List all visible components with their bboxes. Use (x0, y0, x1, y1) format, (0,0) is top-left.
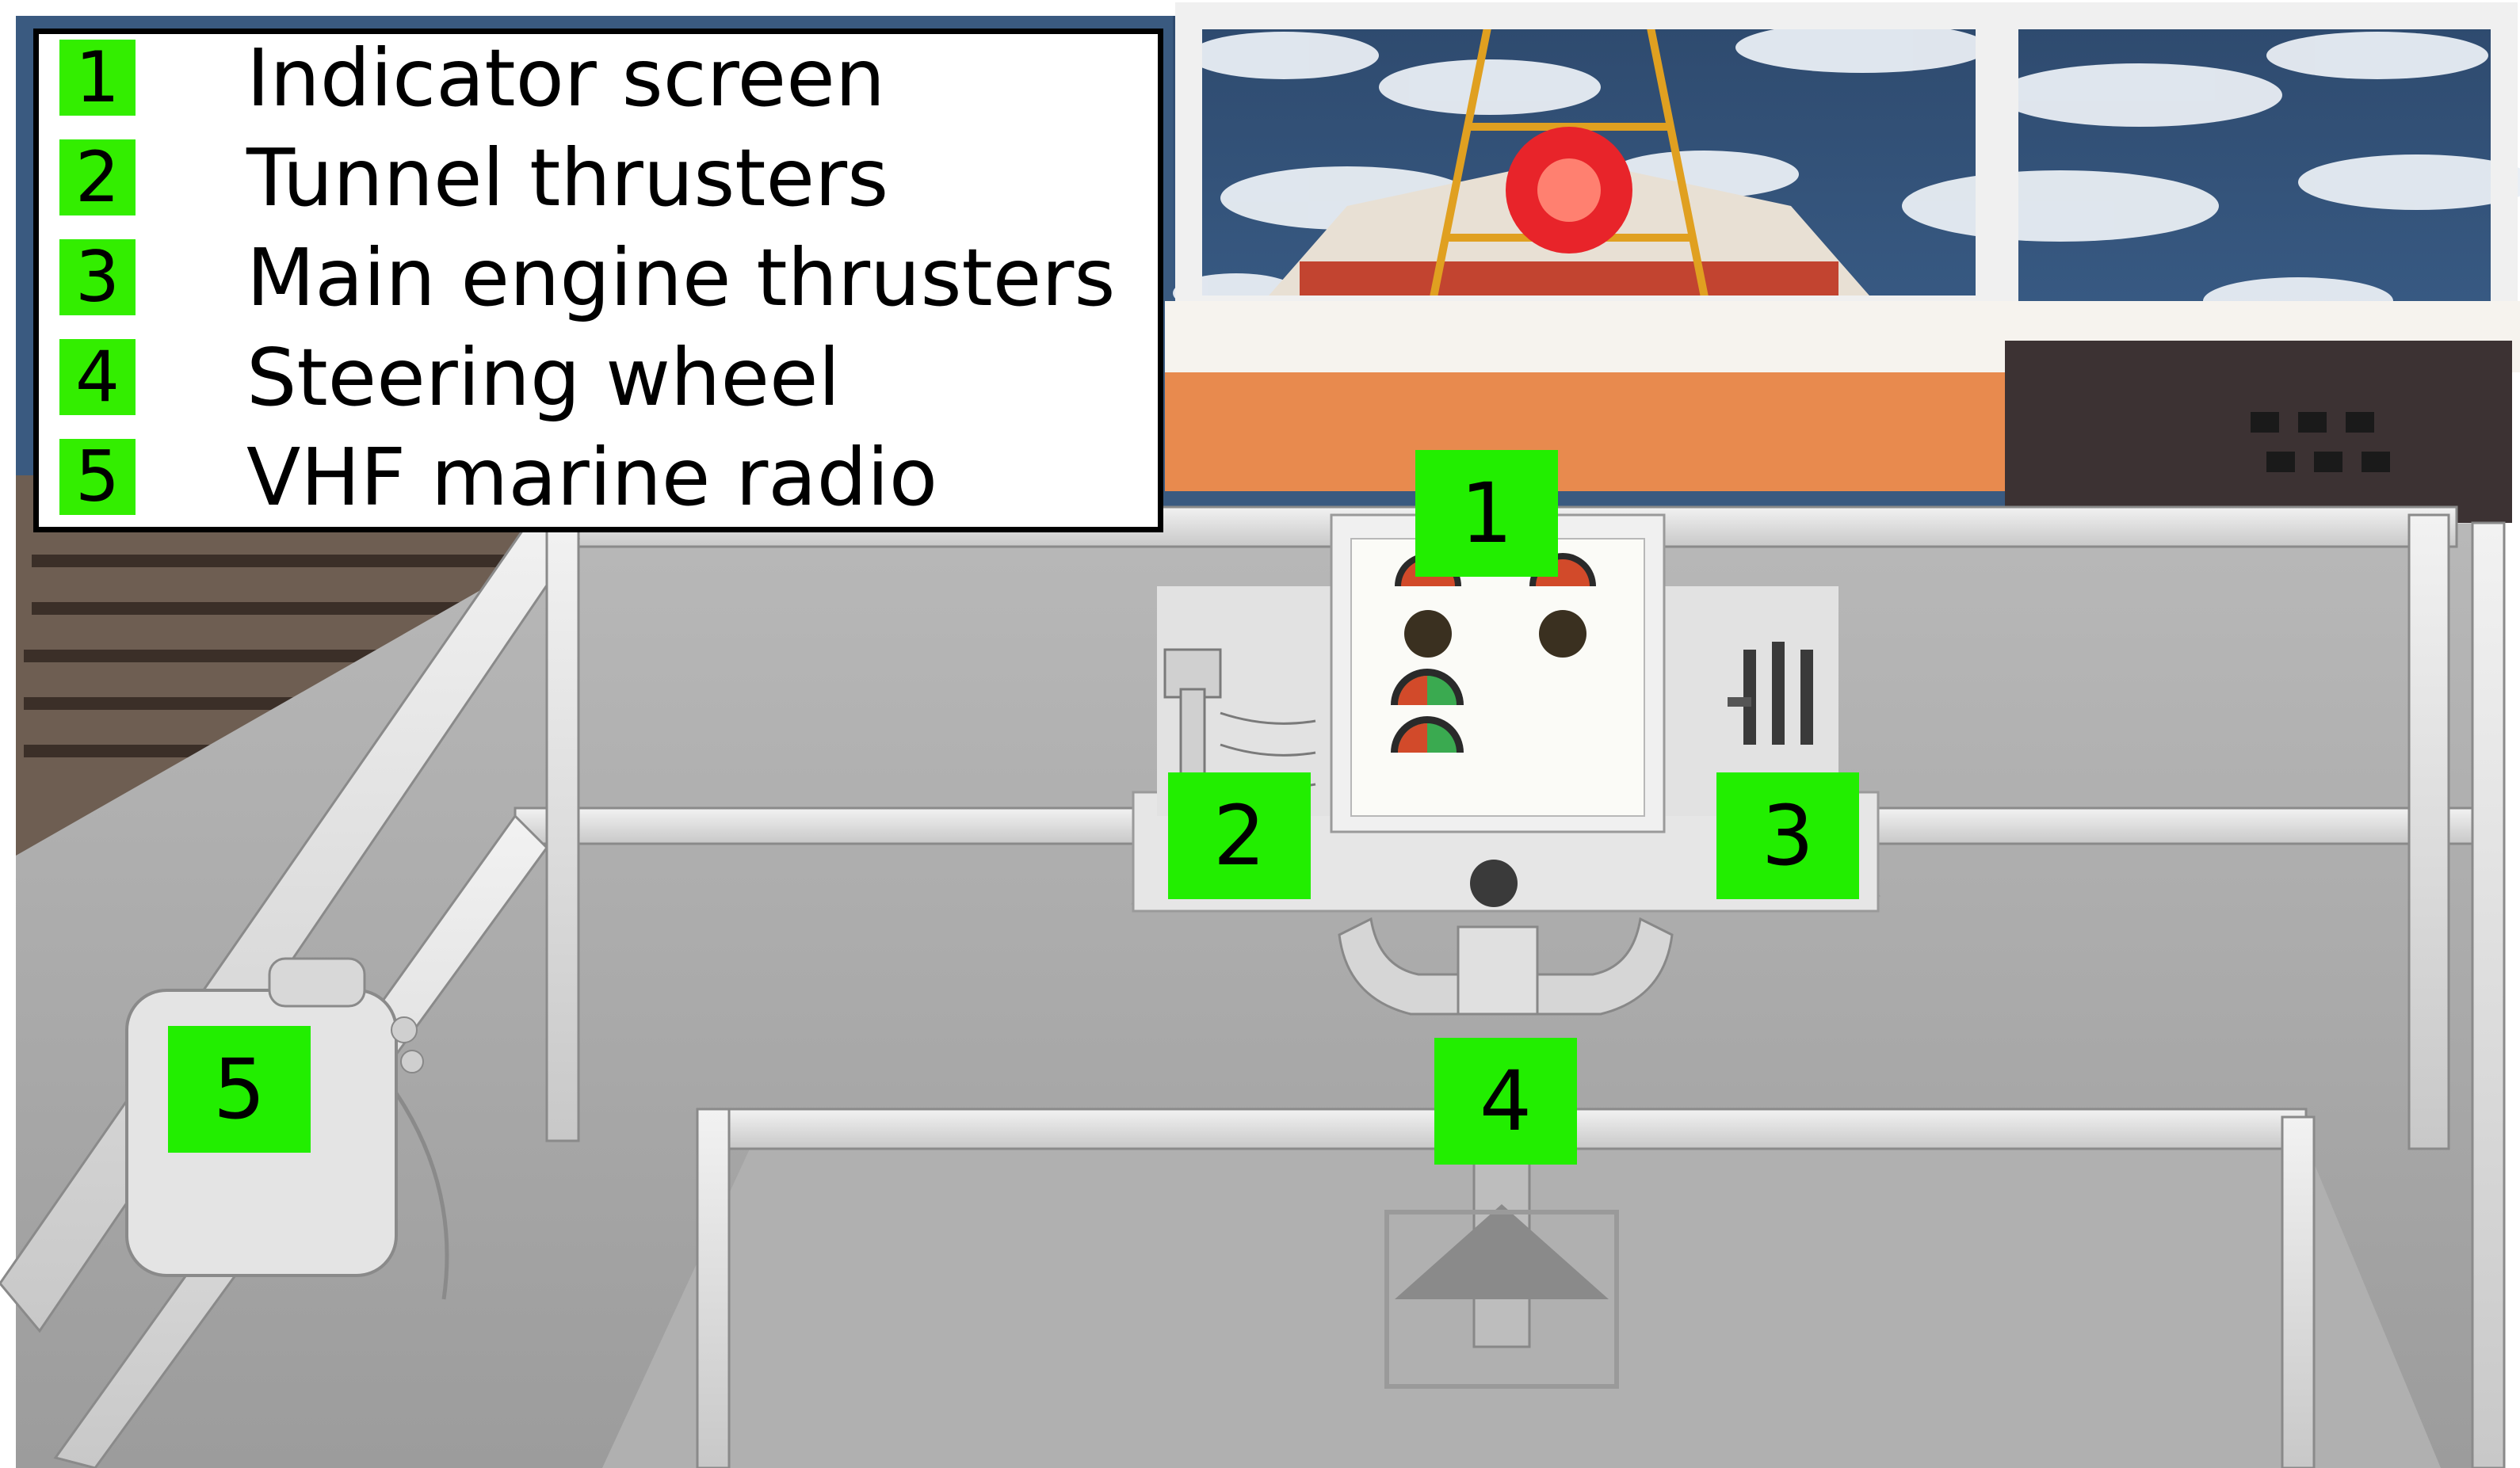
marker-indicator-screen: 1 (1415, 450, 1558, 577)
steering-wheel-icon (1338, 860, 1674, 1389)
legend-number: 3 (59, 239, 136, 315)
marker-steering-wheel: 4 (1434, 1038, 1577, 1165)
marker-tunnel-thrusters: 2 (1168, 772, 1311, 899)
marker-main-engine-thrusters: 3 (1716, 772, 1859, 899)
legend-number: 2 (59, 139, 136, 215)
background-view (16, 2, 2520, 856)
legend: 1 Indicator screen 2 Tunnel thrusters 3 … (33, 29, 1163, 532)
legend-number: 4 (59, 339, 136, 415)
legend-item: 1 Indicator screen (59, 31, 886, 124)
legend-label: Steering wheel (246, 330, 841, 424)
legend-label: VHF marine radio (246, 430, 938, 524)
legend-label: Indicator screen (246, 31, 886, 124)
legend-item: 3 Main engine thrusters (59, 231, 1116, 324)
marker-vhf-marine-radio: 5 (168, 1026, 311, 1153)
legend-item: 5 VHF marine radio (59, 431, 937, 524)
legend-label: Tunnel thrusters (246, 131, 889, 224)
legend-number: 1 (59, 40, 136, 116)
legend-item: 2 Tunnel thrusters (59, 131, 889, 224)
legend-number: 5 (59, 439, 136, 515)
lever-icon (1728, 642, 1813, 745)
legend-item: 4 Steering wheel (59, 330, 841, 424)
legend-label: Main engine thrusters (246, 231, 1116, 324)
